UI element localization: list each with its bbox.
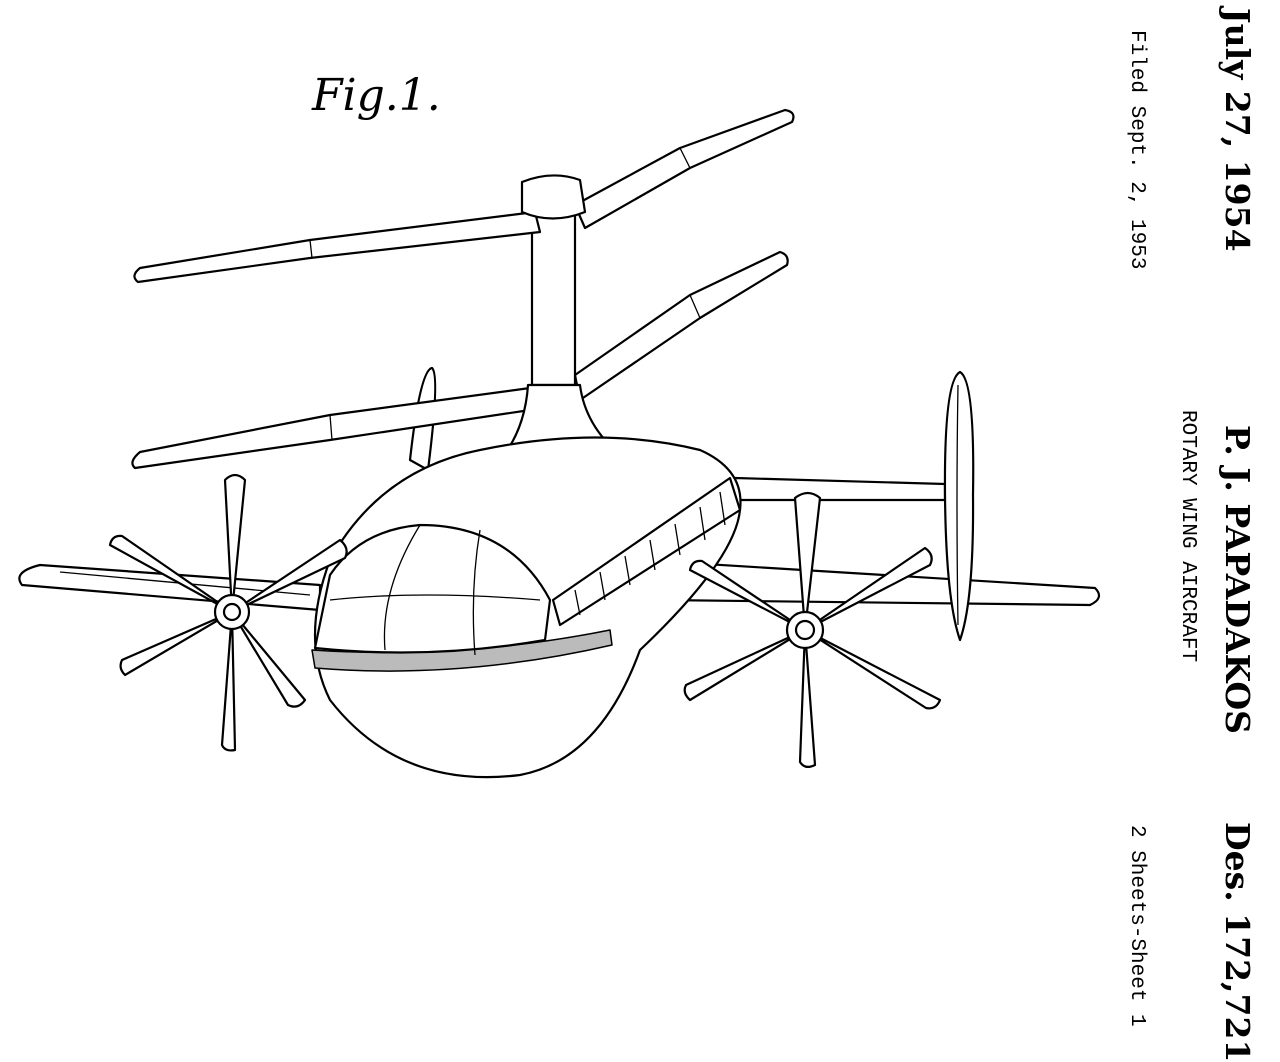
sheet-count: 2 Sheets-Sheet 1 [1125,825,1148,1027]
cockpit [313,523,552,656]
inventor-name: P. J. PAPADAKOS [1218,425,1257,734]
rotor-hub-cap [520,174,587,220]
patent-date: July 27, 1954 [1218,8,1257,252]
patent-number: Des. 172,721 [1218,822,1257,1062]
figure-label: Fig.1. [312,70,441,121]
tail-fin [943,370,975,642]
right-propeller [683,491,942,769]
tail-boom [733,476,947,502]
right-wing [638,558,1101,607]
rotor-mast [498,213,622,469]
left-propeller [108,473,348,752]
cabin-windows [551,476,742,627]
filed-date: Filed Sept. 2, 1953 [1125,30,1148,270]
upper-rotor [133,108,795,284]
patent-title: ROTARY WING AIRCRAFT [1176,410,1199,663]
lower-rotor [131,250,789,470]
